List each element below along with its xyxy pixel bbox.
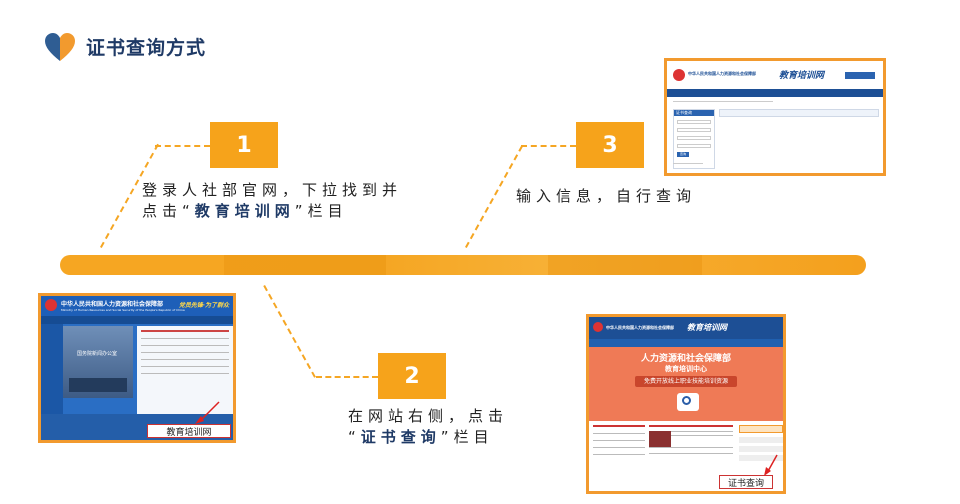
connector-2: [263, 285, 316, 378]
screenshot-edu-training-site: 中华人民共和国人力资源和社会保障部 教育培训网 人力资源和社会保障部 教育培训中…: [586, 314, 786, 494]
highlight-edu-training: 教育培训网: [194, 202, 295, 220]
emblem-icon: [593, 322, 603, 332]
page-title: 证书查询方式: [86, 37, 207, 59]
connector-3: [465, 145, 523, 248]
step-2-text: 在网站右侧，点击 “证书查询”栏目: [348, 406, 548, 448]
emblem-icon: [45, 299, 57, 311]
shot2-cert-query-link[interactable]: 证书查询: [719, 475, 773, 489]
step-1-line2: 点击“教育培训网”栏目: [142, 202, 348, 220]
shot1-news-photo: 国务院新闻办公室: [63, 326, 133, 398]
step-3-text: 输入信息，自行查询: [516, 186, 716, 207]
shot1-site-title: 中华人民共和国人力资源和社会保障部: [61, 301, 164, 308]
step-2-line2: “证书查询”栏目: [348, 428, 494, 446]
shot3-query-button[interactable]: 查询: [677, 152, 689, 157]
connector-2-h: [316, 376, 378, 378]
step-3-number: 3: [576, 122, 644, 168]
timeline-bar: [60, 255, 866, 275]
shot1-edu-training-link[interactable]: 教育培训网: [147, 424, 231, 438]
shot1-slogan: 党员先锋·为了群众: [178, 302, 229, 309]
shot1-site-subtitle: Ministry of Human Resources and Social S…: [61, 308, 185, 312]
pointer-arrow-icon: [195, 401, 220, 424]
step-2-number: 2: [378, 353, 446, 399]
shot2-banner: 人力资源和社会保障部 教育培训中心 免费开放线上职业技能培训资源: [589, 347, 783, 421]
step-2-line1: 在网站右侧，点击: [348, 407, 509, 425]
heart-logo-icon: [45, 33, 75, 61]
step-1-line1: 登录人社部官网，下拉找到并: [142, 181, 403, 199]
step-1-number: 1: [210, 122, 278, 168]
highlight-cert-query: 证书查询: [360, 428, 441, 446]
emblem-icon: [673, 69, 685, 81]
magnifier-icon: [677, 393, 699, 411]
step-1-text: 登录人社部官网，下拉找到并 点击“教育培训网”栏目: [142, 180, 412, 222]
connector-1-h: [155, 145, 210, 147]
connector-3-h: [521, 145, 576, 147]
screenshot-cert-query-form: 中华人民共和国人力资源和社会保障部 教育培训网 证书查询 查询: [664, 58, 886, 176]
screenshot-mohrss-homepage: 中华人民共和国人力资源和社会保障部 Ministry of Human Reso…: [38, 293, 236, 443]
step-3-line1: 输入信息，自行查询: [516, 187, 697, 205]
pointer-arrow-icon: [764, 454, 778, 476]
